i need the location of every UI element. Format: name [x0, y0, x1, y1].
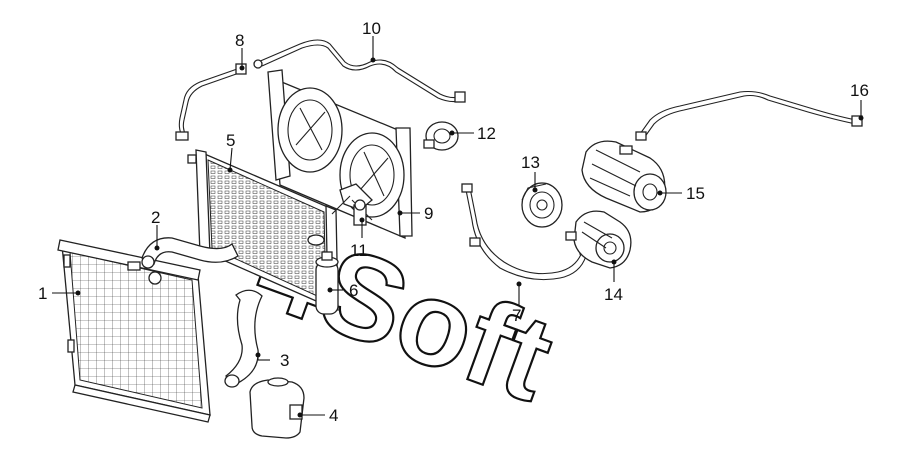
callout-12: 12: [477, 124, 496, 143]
compressor-small: [565, 210, 632, 269]
callout-7: 7: [512, 306, 521, 325]
callout-1: 1: [38, 284, 47, 303]
expansion-valve: [423, 121, 459, 151]
callout-15: 15: [686, 184, 705, 203]
upper-hose: [141, 237, 239, 269]
leader-lines: [52, 36, 864, 418]
callout-14: 14: [604, 285, 623, 304]
ac-pipe-upper: [253, 39, 466, 103]
fan-shroud-assembly: [267, 69, 413, 240]
reservoir-tank: [249, 377, 305, 439]
ac-hose-assembly: [461, 183, 591, 281]
callout-6: 6: [349, 281, 358, 300]
receiver-drier: [315, 251, 339, 315]
callout-4: 4: [329, 406, 338, 425]
callout-8: 8: [235, 31, 244, 50]
compressor-large: [581, 140, 667, 213]
callout-11: 11: [350, 241, 368, 260]
radiator: [57, 239, 211, 423]
callout-16: 16: [850, 81, 869, 100]
callout-labels: 1 2 3 4 5 6 7 8 9 10 11 12 13 14 15 16: [38, 19, 869, 425]
callout-3: 3: [280, 351, 289, 370]
callout-2: 2: [151, 208, 160, 227]
ac-pipe-long: [635, 90, 863, 141]
callout-5: 5: [226, 131, 235, 150]
callout-13: 13: [521, 153, 540, 172]
compressor-clutch: [521, 182, 563, 228]
callout-10: 10: [362, 19, 381, 38]
callout-9: 9: [424, 204, 433, 223]
lower-hose: [224, 289, 263, 388]
ac-pipe-left: [175, 63, 247, 141]
